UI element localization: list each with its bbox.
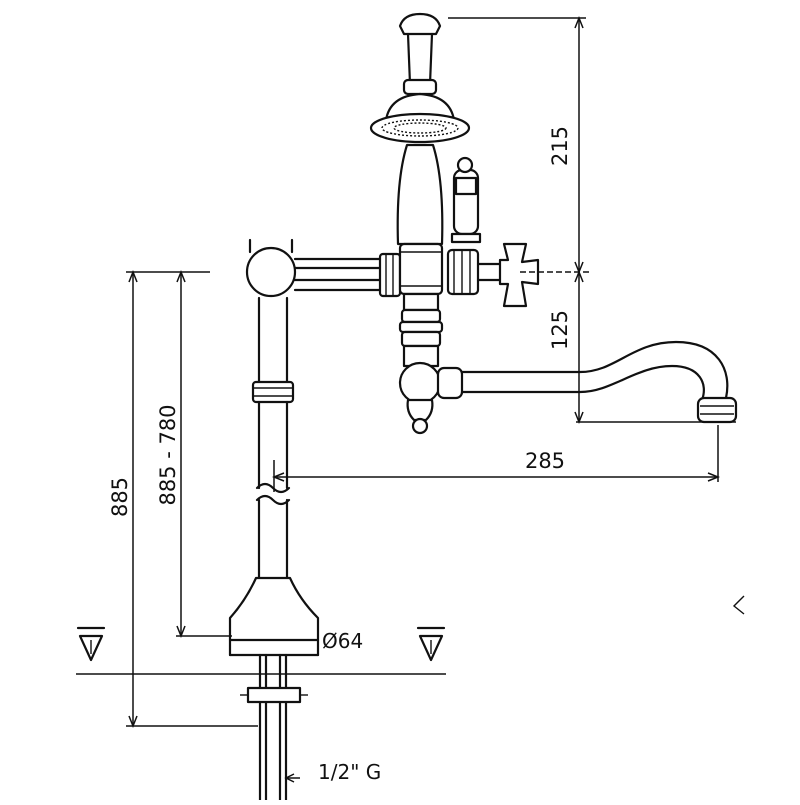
spout [436,340,738,424]
dim-thread: 1/2" G [318,760,381,784]
lever-handle-icon [450,156,482,244]
handshower-icon [369,12,471,144]
mixer-body [396,143,444,435]
standpipe [251,296,295,582]
dim-spout-reach: 285 [525,449,565,473]
dim-height-range: 885 - 780 [156,404,180,505]
floor-level-symbol-left [76,626,106,662]
supply-pipe [240,653,308,802]
edge-mark [732,595,745,615]
dim-total-height: 885 [108,477,132,517]
base-escutcheon [228,576,320,657]
dim-spout-height: 125 [548,310,572,350]
floor-level-symbol-right [416,626,446,662]
elbow-and-arm [245,238,402,298]
dim-head-height: 215 [548,126,572,166]
dim-base-diameter: Ø64 [322,629,363,653]
dimension-lines [76,15,736,783]
cross-handle-icon [446,242,540,308]
